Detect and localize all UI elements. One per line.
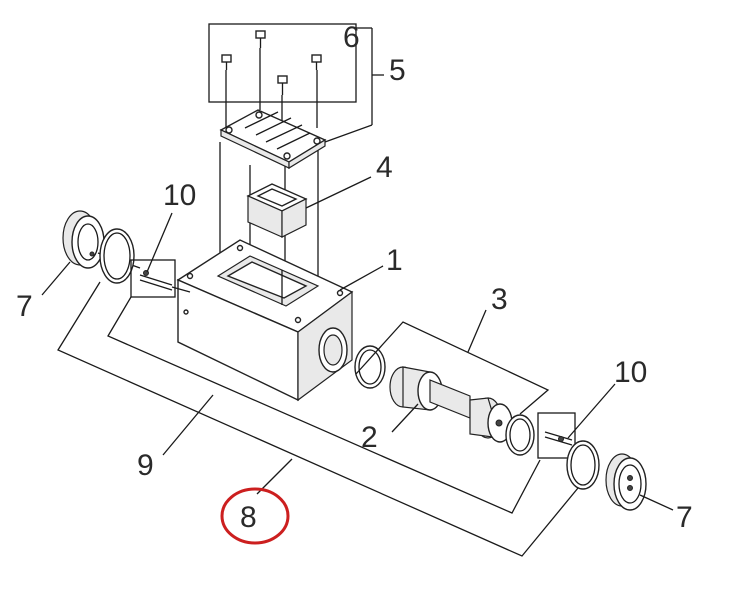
o-ring [99, 228, 135, 284]
end-cap-right [605, 453, 647, 511]
callout-5: 5 [389, 54, 406, 87]
callout-7-right: 7 [676, 501, 693, 534]
assembly-bracket-9 [107, 296, 541, 514]
callout-7-left: 7 [16, 290, 33, 323]
screw [221, 54, 232, 70]
callout-6: 6 [343, 21, 360, 54]
leader-lines [41, 27, 674, 511]
pin-right [537, 412, 576, 459]
valve-seat [246, 183, 308, 238]
assembly-bracket-8 [57, 281, 579, 557]
callout-2: 2 [361, 421, 378, 454]
callout-1: 1 [386, 244, 403, 277]
screw [255, 30, 266, 48]
o-ring [505, 414, 535, 456]
spool [389, 366, 513, 443]
screws-group [208, 23, 357, 103]
screw [311, 54, 322, 70]
cover-plate [219, 109, 327, 170]
screw [277, 75, 288, 95]
callout-4: 4 [376, 151, 393, 184]
callout-10-left: 10 [163, 179, 196, 212]
valve-body [176, 239, 354, 402]
callout-9: 9 [137, 449, 154, 482]
callout-10-right: 10 [614, 356, 647, 389]
o-ring [566, 440, 600, 490]
callout-8: 8 [240, 501, 257, 534]
highlight-circle [220, 487, 290, 545]
callout-3: 3 [491, 283, 508, 316]
o-ring [354, 345, 386, 389]
pin-left [130, 259, 191, 298]
assembly-bracket-3 [355, 321, 550, 415]
